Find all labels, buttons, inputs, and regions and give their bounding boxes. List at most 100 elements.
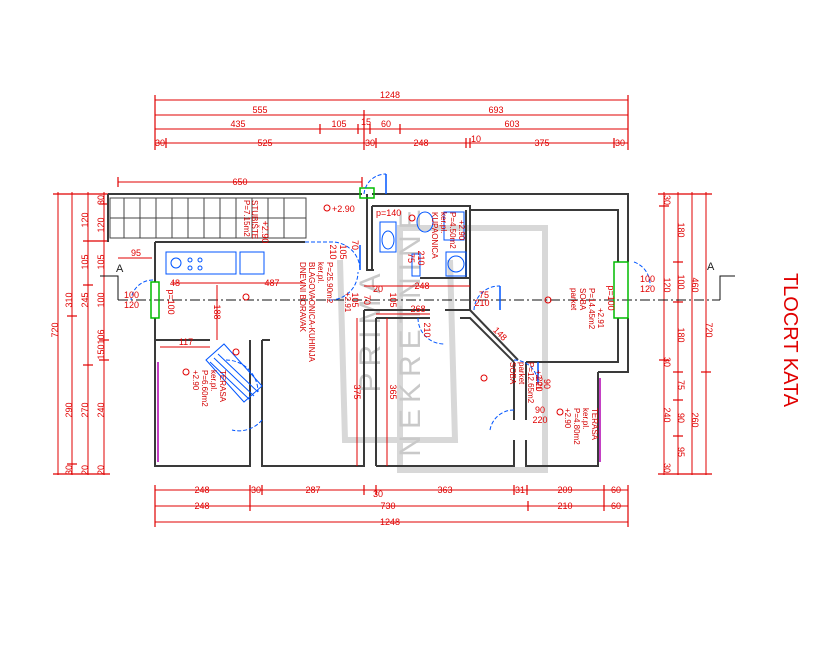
inner-dim-148: 148 [491, 325, 509, 343]
section-line: A A [100, 261, 735, 301]
dim-top-60: 60 [381, 119, 391, 129]
svg-text:P=25.90m2: P=25.90m2 [325, 262, 334, 304]
dim-top-105: 105 [331, 119, 346, 129]
windows [150, 187, 629, 319]
inner-dim-48: 48 [170, 278, 180, 288]
dim-right-30a: 30 [662, 195, 672, 205]
dim-bot-30a: 30 [251, 485, 261, 495]
dim-top-525: 525 [257, 138, 272, 148]
svg-text:ker.pl.: ker.pl. [581, 408, 590, 429]
terrace-edges [157, 362, 601, 462]
svg-text:+2.90: +2.90 [457, 220, 466, 241]
dim-left-290: 290 [64, 402, 74, 417]
dim-bot-60a: 60 [611, 485, 621, 495]
svg-text:BLAGOVAONICA-KUHINJA: BLAGOVAONICA-KUHINJA [307, 262, 316, 363]
inner-dim-220a: 220 [534, 376, 544, 391]
left-dimension-labels: 720 310 290 30 120 105 245 270 20 30 120… [50, 195, 106, 475]
dim-top-375: 375 [534, 138, 549, 148]
svg-text:ker.pl.: ker.pl. [209, 370, 218, 391]
inner-dim-p100-right: p=100 [606, 285, 616, 310]
inner-dim-268: 268 [410, 304, 425, 314]
svg-text:+2.91: +2.91 [596, 308, 605, 329]
svg-text:+2.90: +2.90 [563, 408, 572, 429]
inner-dim-100-left: 100 [124, 290, 139, 300]
inner-dim-p140: p=140 [376, 208, 401, 218]
svg-text:TERASA: TERASA [218, 370, 227, 403]
svg-text:P=14.45m2: P=14.45m2 [587, 288, 596, 330]
dim-left-100: 100 [96, 292, 106, 307]
room-kupaonica: KUPAONICA ker.pl. P=4.50m2 +2.90 [430, 212, 466, 259]
svg-text:DNEVNI BORAVAK: DNEVNI BORAVAK [298, 262, 307, 333]
inner-dim-95: 95 [131, 248, 141, 258]
svg-text:+2.91: +2.91 [534, 370, 543, 391]
inner-dim-365: 365 [388, 384, 398, 399]
room-soba-2: SOBA parket P=12.65m2 +2.91 [508, 362, 543, 404]
right-dimension-labels: 30 120 30 240 30 180 100 180 75 90 95 46… [662, 195, 714, 473]
inner-dim-375: 375 [352, 384, 362, 399]
dim-bot-total: 1248 [380, 517, 400, 527]
svg-text:ker.pl.: ker.pl. [316, 262, 325, 283]
dim-left-120b: 120 [96, 217, 106, 232]
dim-bot-730: 730 [380, 501, 395, 511]
room-terasa-2: TERASA ker.pl. P=4.80m2 +2.90 [563, 408, 599, 445]
svg-text:SOBA: SOBA [508, 362, 517, 385]
staircase [109, 197, 307, 239]
dim-right-460: 460 [690, 277, 700, 292]
left-dimensions [53, 192, 110, 475]
dim-right-100: 100 [676, 274, 686, 289]
dim-top-650: 650 [232, 177, 247, 187]
inner-dim-210d: 210 [422, 322, 432, 337]
dim-left-720: 720 [50, 322, 60, 337]
inner-dim-210b: 210 [416, 250, 426, 265]
dim-left-30: 30 [64, 465, 74, 475]
dim-left-105b: 105 [96, 254, 106, 269]
inner-dim-105b: 105 [350, 292, 360, 307]
dim-left-120: 120 [80, 212, 90, 227]
dim-top-30a: 30 [155, 138, 165, 148]
section-mark-right: A [707, 261, 715, 273]
inner-dim-487: 487 [264, 278, 279, 288]
svg-text:ker.pl.: ker.pl. [439, 212, 448, 233]
svg-text:P=6.60m2: P=6.60m2 [200, 370, 209, 407]
svg-text:STUBIŠTE: STUBIŠTE [250, 200, 259, 239]
dim-left-150: 150 [96, 344, 106, 359]
dim-bot-248a: 248 [194, 485, 209, 495]
dim-top-30b: 30 [365, 138, 375, 148]
dim-right-90: 90 [676, 413, 686, 423]
inner-dim-70a: 70 [350, 240, 360, 250]
inner-dim-20: 20 [373, 284, 383, 294]
dim-left-30b: 30 [96, 195, 106, 205]
doors [130, 173, 651, 432]
inner-dim-188: 188 [212, 304, 222, 319]
walls [107, 193, 629, 467]
dim-top-555: 555 [252, 105, 267, 115]
inner-dim-117: 117 [179, 337, 193, 347]
dim-right-180a: 180 [676, 222, 686, 237]
section-mark-left: A [116, 263, 124, 275]
dim-right-75: 75 [676, 380, 686, 390]
svg-text:parket: parket [517, 362, 526, 385]
dim-bot-210: 210 [557, 501, 572, 511]
svg-text:P=4.80m2: P=4.80m2 [572, 408, 581, 445]
inner-dim-120-right: 120 [640, 284, 655, 294]
dim-left-20: 20 [80, 465, 90, 475]
room-terasa-1: TERASA ker.pl. P=6.60m2 +2.90 [191, 370, 227, 407]
svg-text:TERASA: TERASA [590, 408, 599, 441]
dim-right-180b: 180 [676, 327, 686, 342]
dim-left-106: 106 [96, 329, 106, 344]
room-dnevni-boravak: DNEVNI BORAVAK BLAGOVAONICA-KUHINJA ker.… [298, 262, 352, 363]
room-labels: STUBIŠTE P=7.15m2 DNEVNI BORAVAK BLAGOVA… [191, 200, 605, 445]
dim-bot-31: 31 [515, 485, 525, 495]
dim-top-248: 248 [413, 138, 428, 148]
dim-top-15: 15 [361, 117, 371, 127]
dim-right-260: 260 [690, 412, 700, 427]
dim-right-95: 95 [676, 447, 686, 457]
inner-dim-210a: 210 [328, 244, 338, 259]
dim-right-30c: 30 [662, 463, 672, 473]
bottom-dimensions [154, 485, 629, 527]
dim-right-720: 720 [704, 322, 714, 337]
height-markers [182, 204, 564, 416]
dim-top-435: 435 [230, 119, 245, 129]
dim-bot-60b: 60 [611, 501, 621, 511]
